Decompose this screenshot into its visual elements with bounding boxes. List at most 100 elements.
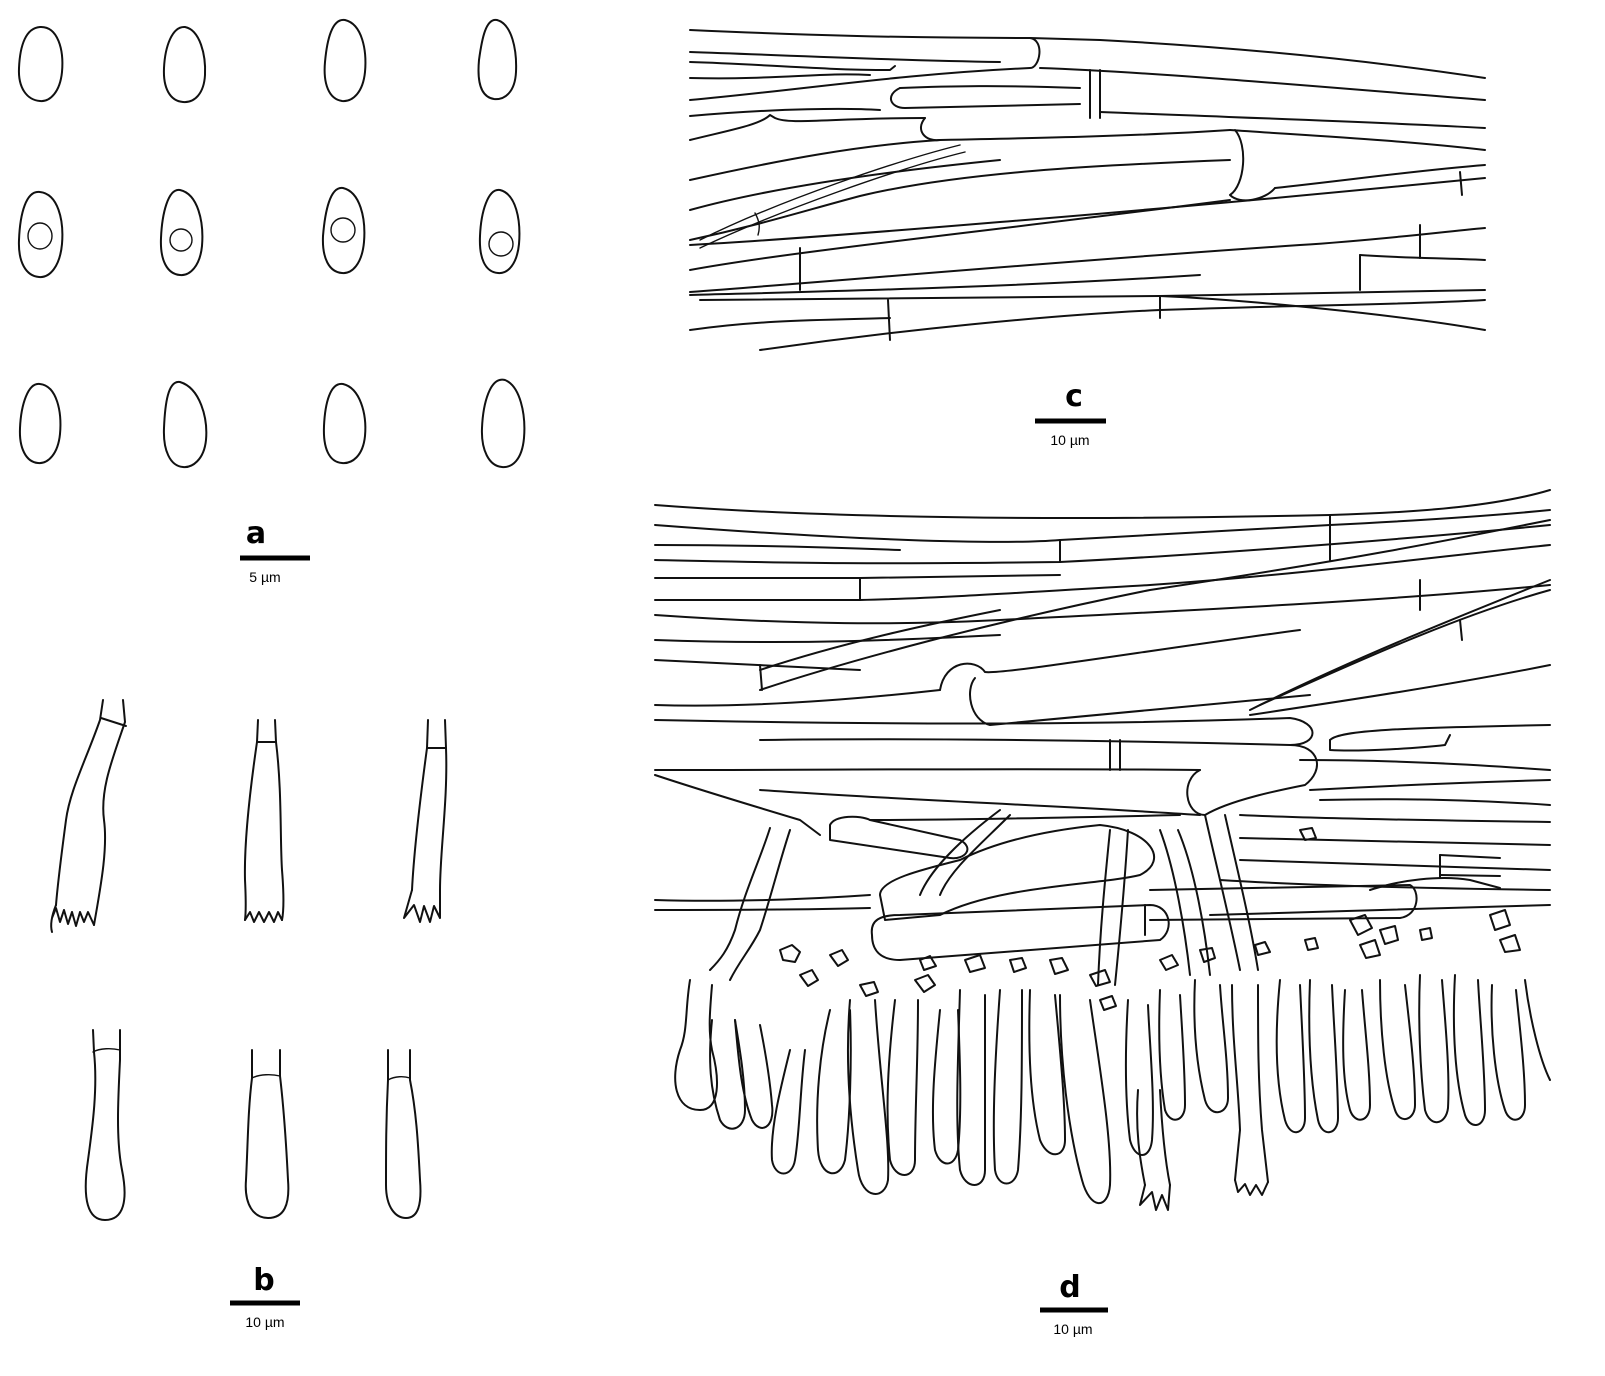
hypha [689,114,926,141]
hypha [1159,829,1211,976]
hypha [654,894,871,902]
hypha [1239,859,1551,871]
hypha-clamp [969,677,1311,726]
spore [477,18,518,101]
hypha [1159,295,1486,331]
hypha [1249,664,1551,716]
basidiole [1342,989,1371,1121]
basidium [55,699,126,926]
basidiole [734,1019,774,1129]
basidiole [956,989,987,1186]
panel-d-scale-label: 10 µm [1053,1321,1092,1337]
hypha [1369,877,1501,891]
hypha [689,159,1001,211]
panel-c-hyphae [689,29,1486,351]
hypha [1329,734,1451,752]
crystals [779,827,1521,1011]
hypha [759,609,1001,671]
spore [478,188,521,275]
basidiole [1524,979,1551,1081]
spore [159,189,204,277]
hypha [1299,759,1551,771]
basidium-apex [244,911,283,923]
hypha [654,584,1551,625]
hypha [1099,111,1486,129]
panel-a-letter: a [246,516,266,551]
guttule [330,217,356,243]
hypha [759,519,1551,691]
hypha [654,774,821,836]
basidium [411,719,448,891]
hypha [1229,129,1486,151]
guttule [488,231,514,257]
hypha-clamp [890,87,1081,109]
hypha [689,61,896,71]
spore [321,187,366,275]
septum [1459,171,1463,196]
basidiole [709,1019,746,1130]
hypha [689,37,1041,101]
septum [251,1073,281,1079]
spore [480,378,526,469]
hypha [1359,254,1486,261]
spore [162,25,207,104]
panel-b-scale-label: 10 µm [245,1314,284,1330]
basidiole [84,1029,126,1221]
basidiole [1028,989,1066,1156]
hypha [1329,724,1551,741]
hypha-clamp [1229,129,1276,202]
basidiole [992,989,1023,1185]
basidiole [1452,974,1486,1126]
hypha [654,659,861,671]
hypha [654,489,1551,519]
hypha-clamp [939,629,1301,691]
basidiole [931,1009,962,1165]
hypha [689,177,1486,246]
hypha-clamp [920,117,1231,142]
spore [17,190,64,279]
hypha [759,299,1486,351]
basidiole [1275,979,1306,1134]
hypha [1259,589,1551,706]
guttule [169,228,193,252]
basidium [243,719,285,921]
hypha [899,85,1081,89]
hypha [879,824,1155,921]
panel-c-letter: c [1065,379,1083,414]
basidium-apex [50,904,95,933]
basidiole [816,1009,852,1175]
hypha [654,544,901,551]
septum [1459,619,1463,641]
panel-d-letter: d [1059,1270,1080,1305]
panel-d-section [654,489,1551,1211]
panel-b-letter: b [253,1263,274,1298]
basidiole [1193,979,1229,1114]
encrusted-hypha [699,144,966,249]
basidiole [385,1049,422,1219]
septum [887,299,891,341]
hypha [689,51,1001,63]
hypha [1209,904,1551,916]
hypha [699,289,1486,301]
hypha [919,809,1011,896]
hypha [654,524,1551,565]
spore [162,380,208,469]
panel-a-scale-label: 5 µm [249,569,280,585]
hypha [1239,814,1551,823]
hypha [689,139,941,181]
hypha [870,904,1170,961]
hypha [1439,854,1501,877]
hypha [1149,884,1418,921]
septum [759,664,763,691]
hypha [654,907,871,911]
hypha [829,815,969,860]
hypha [759,789,1201,816]
panel-a-spores [17,18,526,469]
hypha [709,827,791,981]
guttule [27,222,53,250]
hypha [869,814,1181,821]
hypha [689,159,1231,241]
spore [322,382,367,465]
hypha [654,768,1201,771]
